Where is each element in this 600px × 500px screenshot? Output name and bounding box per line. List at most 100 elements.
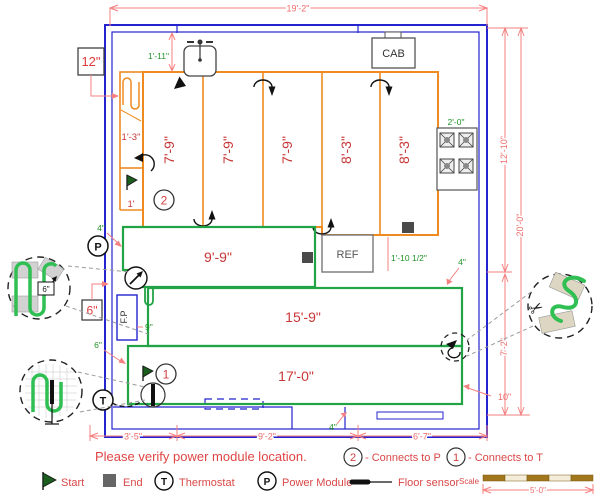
leader-arrow (446, 278, 453, 285)
label-bottom-gap: 4" (329, 422, 337, 432)
leader (336, 414, 345, 425)
bottom-wall-step (113, 406, 293, 429)
strip-zone (119, 71, 144, 169)
fireplace: F.P (116, 294, 138, 341)
start-marker-zone2 (126, 174, 138, 190)
kitchen-col-label: 8'-3" (338, 136, 354, 164)
ext-lines-bottom (89, 425, 488, 441)
label-12in-text: 12" (81, 54, 100, 69)
thermostat-sensor-lead (111, 400, 143, 408)
heating-cable-detail (14, 261, 58, 317)
label-z15-gap: 4" (458, 257, 466, 267)
legend-zone2-number: 2 (350, 452, 356, 464)
leader-arrow (463, 384, 470, 390)
dim-arrows (501, 26, 525, 417)
verify-note: Please verify power module location. (95, 449, 307, 464)
dim-right-lower-text: 7'-2" (499, 338, 509, 356)
connection-marker (124, 266, 148, 290)
dim-arrows (88, 432, 489, 440)
dim-top-text: 19'-2" (287, 4, 310, 14)
legend-connects-p: - Connects to P (365, 452, 441, 464)
zone-1-circle (155, 363, 177, 385)
spacing-detail-label: 6" (42, 285, 49, 294)
scale-label: Scale (459, 477, 480, 486)
legend-thermostat-label: Thermostat (179, 477, 235, 489)
leader-arrow (340, 412, 347, 418)
strip-foot-label: 1' (127, 199, 134, 210)
kitchen-col-label: 8'-3" (396, 136, 412, 164)
legend-end-icon (103, 474, 116, 487)
legend-end-label: End (123, 477, 143, 489)
cabinet: CAB (371, 31, 416, 69)
label-fp-side: 9" (145, 322, 153, 332)
label-12in: 12" (77, 47, 119, 99)
legend-start-icon (42, 472, 57, 490)
detail-bubbles: 6" ✂ (7, 256, 593, 425)
thermostat-marker (92, 389, 114, 411)
end-marker-kitchen (402, 222, 414, 233)
legend-sensor-label: Floor sensor (398, 477, 459, 489)
legend-thermostat-icon (154, 471, 174, 491)
refrigerator: REF (321, 234, 374, 273)
legend-connects-t: - Connects to T (468, 452, 543, 464)
strip-length-label: 1'-3" (122, 132, 141, 143)
sensor-detail-bubble (19, 359, 83, 425)
leader-arrow (114, 240, 122, 247)
kitchen-heating-zone: 7'-9" 7'-9" 7'-9" 8'-3" 8'-3" 1'-3" 1' 2 (119, 71, 439, 236)
zone-9-9-label: 9'-9" (204, 249, 232, 265)
outer-wall (104, 24, 488, 438)
zone-17-0-label: 17'-0" (278, 368, 314, 384)
zone-2-circle (153, 189, 175, 211)
dim-sink-text: 1'-11" (148, 51, 169, 61)
zone-1-number: 1 (163, 368, 170, 382)
stove-icon: 2'-0" (436, 117, 478, 191)
walls (104, 24, 488, 438)
dim-right-outer-text: 20'-0" (515, 214, 525, 237)
cable-connector-squiggle (144, 288, 154, 306)
dim-bottom-right-text: 6'-7" (413, 432, 431, 442)
legend-zone2-circle (343, 447, 363, 467)
scale-bar (482, 474, 594, 482)
dim-bottom-mid-text: 9'-2" (258, 432, 276, 442)
label-p-gap: 4" (97, 223, 105, 233)
bottom-niche (376, 411, 444, 420)
dim-arrows (108, 4, 489, 12)
fp-label: F.P (119, 310, 129, 323)
leader (448, 267, 460, 282)
legend-zone1-number: 1 (453, 452, 459, 464)
strip-cable-coil (122, 77, 140, 110)
zone-15-9-label: 15'-9" (285, 309, 321, 325)
zone-17-0 (126, 344, 464, 406)
label-6in-box: 6" (81, 281, 109, 321)
dim-arrows (168, 31, 176, 73)
power-module-letter: P (94, 242, 101, 254)
thermostat-letter: T (100, 396, 107, 408)
dim-arrows (481, 486, 595, 494)
cut-detail-bubble: ✂ (525, 271, 593, 339)
spacing-detail-bubble: 6" (7, 256, 71, 320)
leader-arrow (118, 357, 126, 364)
legend-power-label: Power Module (282, 477, 352, 489)
label-ref-gap: 1'-10 1/2" (391, 253, 427, 263)
start-marker-zone1 (142, 365, 154, 381)
fixtures: CAB 2'-0" REF F.P (116, 31, 478, 341)
legend-zone1-circle (446, 447, 466, 467)
legend-start-label: Start (61, 477, 84, 489)
heating-cable-detail (550, 275, 586, 323)
power-module-marker (87, 235, 109, 257)
dim-bottom-left-text: 3'-5" (124, 432, 142, 442)
scale-dim-text: 5'-0" (530, 486, 546, 495)
ref-label: REF (337, 249, 359, 261)
kitchen-col-label: 7'-9" (161, 136, 177, 164)
cab-label: CAB (382, 48, 405, 60)
legend-thermostat-letter: T (161, 477, 167, 488)
label-6in-text: 6" (87, 304, 98, 318)
end-marker-zone (302, 252, 313, 263)
stove-width-label: 2'-0" (448, 117, 465, 127)
leader (467, 387, 492, 397)
dim-right-upper-text: 12'-10" (499, 136, 509, 164)
cable-turn-arrowheads (134, 76, 393, 228)
legend-power-icon (257, 471, 277, 491)
